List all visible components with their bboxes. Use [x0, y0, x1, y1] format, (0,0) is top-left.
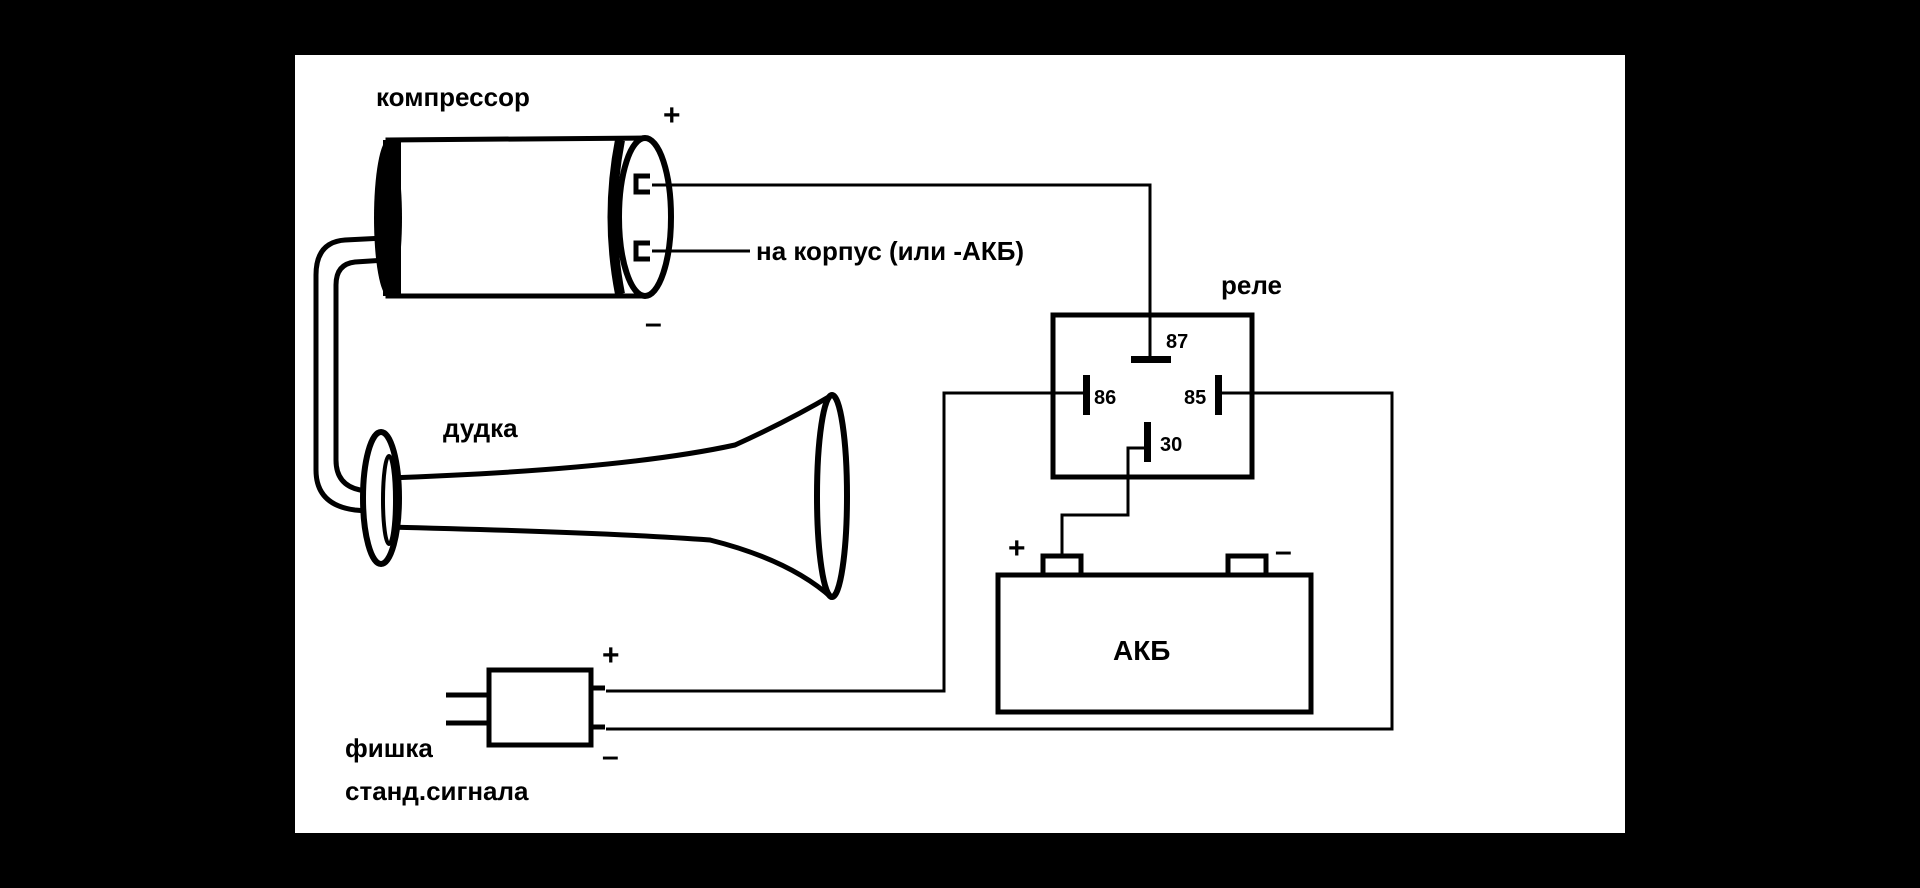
relay-pin-87: 87 — [1166, 331, 1188, 353]
compressor-minus-sign: – — [645, 307, 662, 340]
connector-minus-sign: – — [602, 740, 619, 773]
standard-signal-connector — [446, 667, 605, 748]
connector-plus-sign: + — [602, 639, 620, 672]
relay-pin-86: 86 — [1094, 387, 1116, 409]
compressor-plus-sign: + — [663, 99, 681, 132]
relay-label: реле — [1221, 270, 1282, 300]
wire-compressor-to-87 — [652, 183, 1152, 356]
relay-pin-30: 30 — [1160, 434, 1182, 456]
battery — [995, 553, 1314, 715]
ground-label: на корпус (или -АКБ) — [756, 236, 1024, 266]
horn-label: дудка — [443, 413, 518, 443]
wire-85-to-connector-minus — [606, 391, 1394, 731]
horn — [360, 392, 850, 600]
wire-86-to-connector-plus — [606, 391, 1083, 693]
relay — [1050, 312, 1255, 480]
battery-minus-sign: – — [1275, 535, 1292, 568]
wire-30-to-battery-plus — [1060, 446, 1147, 556]
wires — [606, 183, 1394, 731]
air-hose — [313, 235, 386, 515]
connector-label-line1: фишка — [345, 733, 433, 763]
relay-pin-85: 85 — [1184, 387, 1206, 409]
battery-label: АКБ — [1113, 635, 1170, 666]
battery-plus-sign: + — [1008, 532, 1026, 565]
compressor — [374, 135, 674, 299]
compressor-label: компрессор — [376, 82, 530, 112]
connector-label-line2: станд.сигнала — [345, 776, 529, 806]
